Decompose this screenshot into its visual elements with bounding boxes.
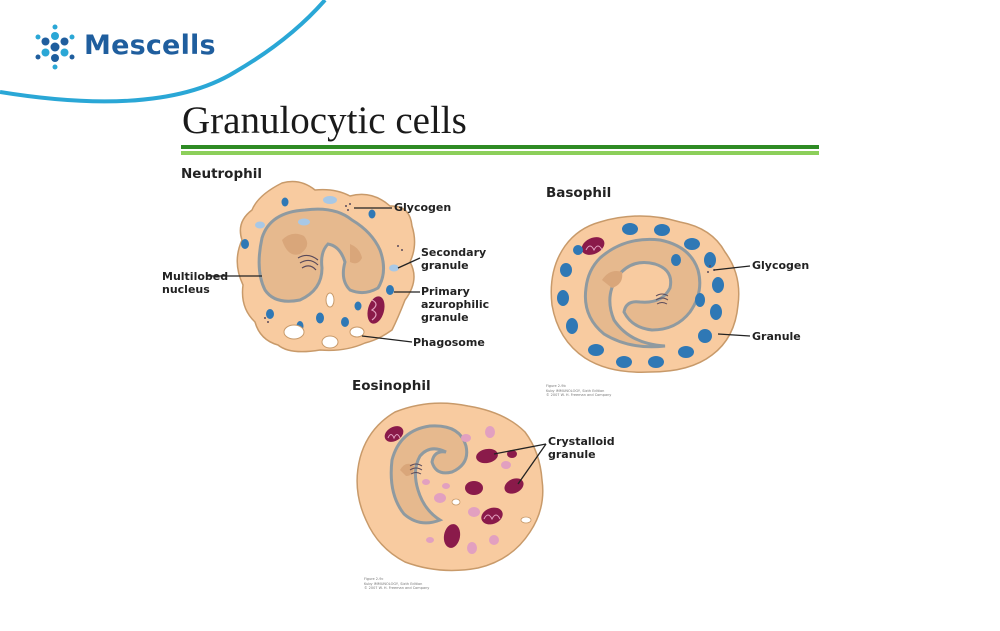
eosinophil-nucleus [389,424,469,525]
neutrophil-nucleus [257,207,385,303]
neutrophil-chromatin [282,233,308,255]
neutrophil-phagosome-label: Phagosome [413,336,485,349]
basophil-cytoplasm [550,215,740,373]
basophil-title: Basophil [546,185,612,201]
basophil-leader-lines [713,265,751,337]
neutrophil-glycogen-label: Glycogen [394,201,452,214]
basophil-illustration [550,215,751,373]
slide-title: Granulocytic cells [182,99,467,142]
eosinophil-illustration [356,402,547,572]
eosinophil-mitochondria [384,426,503,525]
neutrophil-primary-granule-label: Primary azurophilic granule [421,285,490,324]
eosinophil-crystalloid-granule-label: Crystalloid granule [548,435,615,461]
mescells-logo-icon [35,24,75,70]
neutrophil-nucleus-label: Multilobed nucleus [162,270,229,296]
title-rule-dark [181,145,819,149]
eosinophil-figure-credit: Figure 2-9c Kuby IMMUNOLOGY, Sixth Editi… [364,577,430,590]
neutrophil-golgi [297,254,319,271]
eosinophil-pink-granules [422,426,511,554]
neutrophil-leader-lines [207,207,421,343]
neutrophil-illustration [207,180,421,353]
brand-name: Mescells [84,30,216,61]
basophil-glycogen-label: Glycogen [752,259,810,272]
basophil-nucleus [583,237,702,349]
basophil-granules [557,223,724,368]
title-rule-light [181,151,819,155]
neutrophil-glycogen-dots [264,203,403,323]
header-swoosh [0,0,327,104]
eosinophil-golgi [409,463,423,475]
neutrophil-mitochondrion [367,296,385,324]
basophil-mitochondrion [581,237,605,255]
neutrophil-azurophilic-granule [241,239,249,249]
eosinophil-title: Eosinophil [352,378,431,394]
eosinophil-crystalloid-granules [443,448,524,548]
basophil-granule-label: Granule [752,330,801,343]
neutrophil-phagosome [283,324,305,340]
eosinophil-leader-lines [493,443,547,485]
basophil-golgi [655,293,669,305]
neutrophil-title: Neutrophil [181,166,262,182]
basophil-figure-credit: Figure 2-9b Kuby IMMUNOLOGY, Sixth Editi… [546,384,612,397]
neutrophil-secondary-granule-label: Secondary granule [421,246,487,272]
